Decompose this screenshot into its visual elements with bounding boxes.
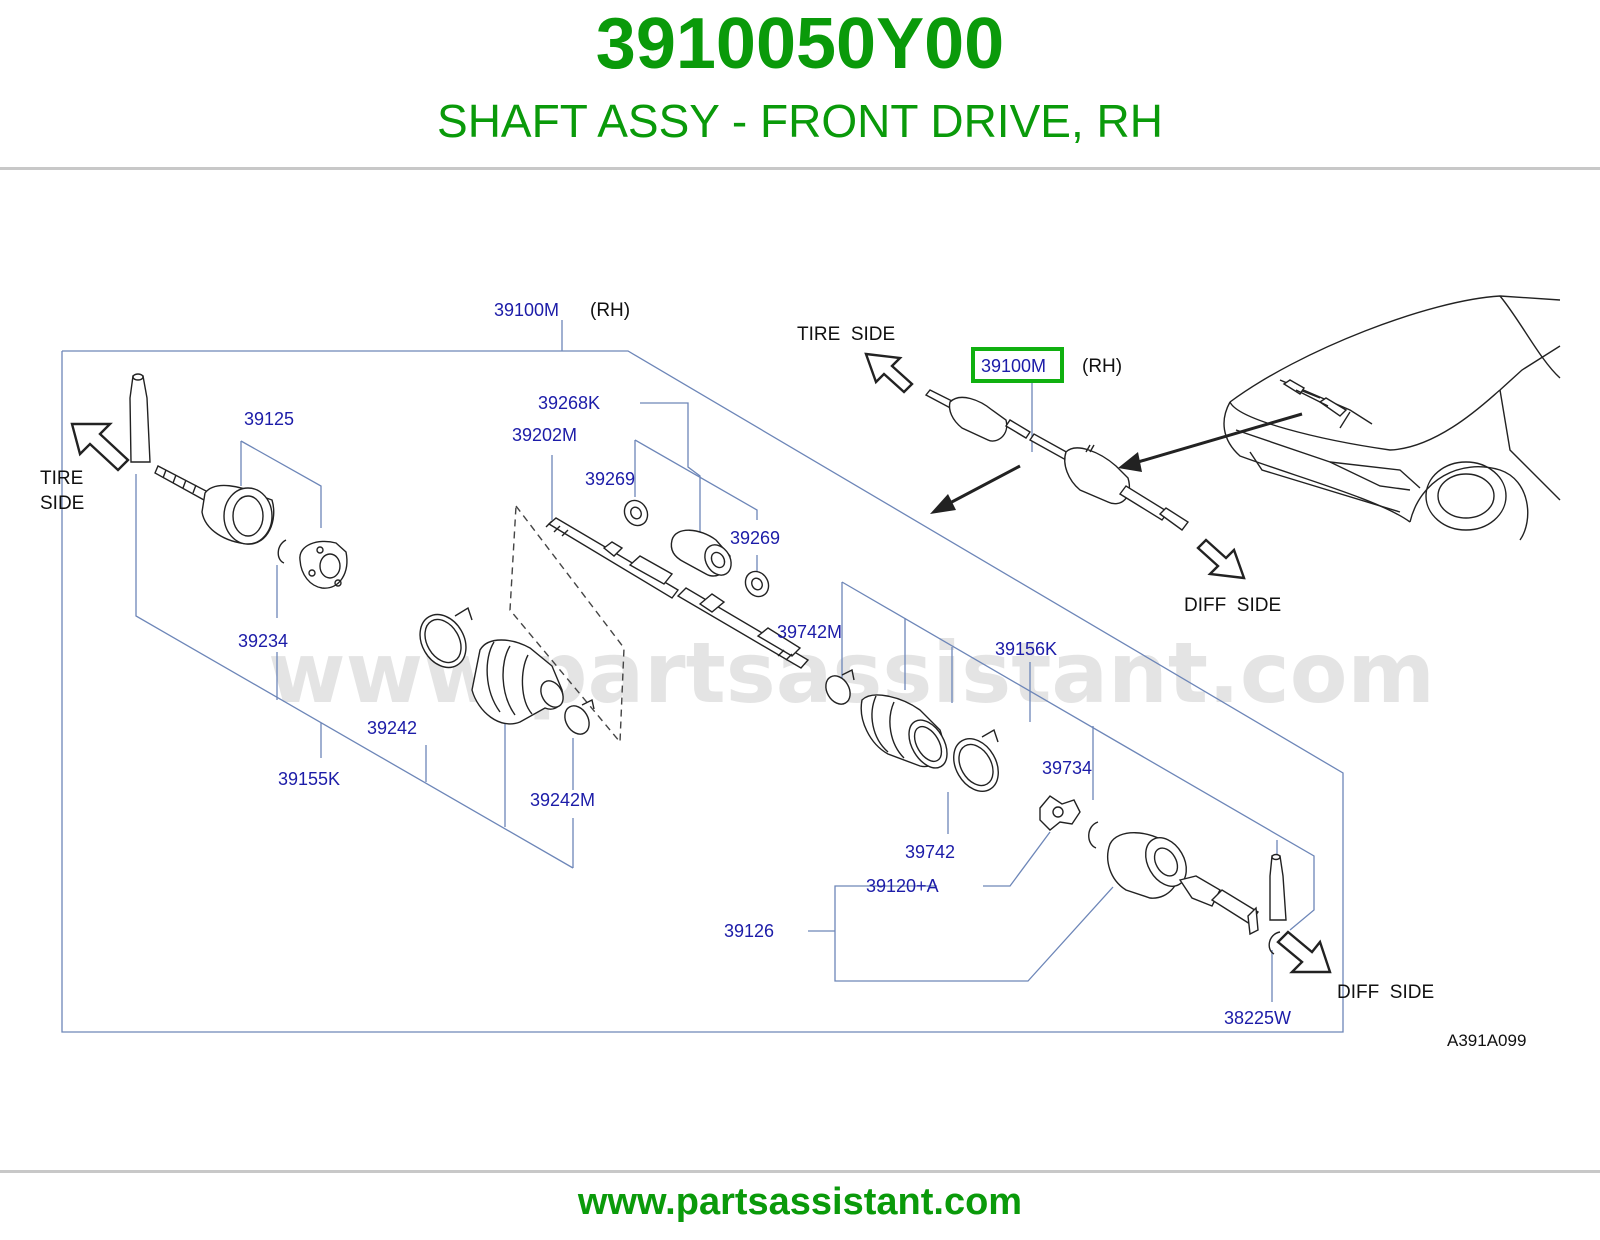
callout-39268k[interactable]: 39268K: [538, 393, 600, 413]
grease-tube-left: [129, 373, 151, 463]
damper-39268k: [670, 529, 732, 577]
leader-lines: [135, 383, 1315, 1002]
callout-39125[interactable]: 39125: [244, 409, 294, 429]
arrow-tire-side-left: [70, 422, 130, 472]
boot-band-39742: [953, 728, 999, 792]
inner-housing-39126: [1107, 832, 1259, 936]
callout-39269-b[interactable]: 39269: [730, 528, 780, 548]
spider-39734: [1039, 795, 1081, 831]
callout-39100m[interactable]: 39100M: [494, 300, 559, 320]
boot-band-39242: [419, 606, 473, 669]
small-band-39742m: [825, 668, 855, 705]
callout-39120a[interactable]: 39120+A: [866, 876, 939, 896]
callout-39155k[interactable]: 39155K: [278, 769, 340, 789]
callout-39742[interactable]: 39742: [905, 842, 955, 862]
boot-39155k: [471, 639, 564, 725]
inset-arrow-diff-side: [1196, 538, 1246, 580]
callout-39734[interactable]: 39734: [1042, 758, 1092, 778]
circlip-inner: [1088, 821, 1099, 849]
washer-39269-b: [744, 570, 770, 598]
grease-tube-right: [1269, 853, 1287, 921]
assembly-frame: [61, 320, 1344, 1033]
circlip-39234: [277, 539, 287, 564]
footer-website-link[interactable]: www.partsassistant.com: [577, 1181, 1023, 1223]
outer-cv-joint: [154, 465, 275, 545]
callout-39234[interactable]: 39234: [238, 631, 288, 651]
boot-39156k: [860, 694, 948, 769]
header-divider: [0, 167, 1600, 170]
washer-39269-a: [623, 499, 649, 527]
arrow-diff-side-main: [1276, 930, 1332, 974]
diagram-code: A391A099: [1447, 1031, 1526, 1050]
callout-39100m-side: (RH): [590, 300, 630, 321]
inner-race-39125: [299, 540, 348, 589]
highlight-box: [971, 347, 1064, 383]
label-diff-side-inset: DIFF SIDE: [1184, 595, 1281, 616]
callout-39742m[interactable]: 39742M: [777, 622, 842, 642]
label-diff-side-main: DIFF SIDE: [1337, 982, 1434, 1003]
snap-ring-38225w: [1268, 931, 1281, 955]
inset-car: [1223, 295, 1561, 541]
callout-inset-side: (RH): [1082, 356, 1122, 377]
label-tire-side-inset: TIRE SIDE: [797, 324, 895, 345]
label-tire-side-left-2: SIDE: [40, 493, 84, 514]
callout-39156k[interactable]: 39156K: [995, 639, 1057, 659]
inset-arrow-tire-side: [864, 352, 914, 394]
part-description: SHAFT ASSY - FRONT DRIVE, RH: [437, 95, 1163, 147]
small-band-39242m: [564, 698, 595, 735]
callout-inset-39100m[interactable]: 39100M: [981, 356, 1046, 376]
callout-39202m[interactable]: 39202M: [512, 425, 577, 445]
label-tire-side-left-1: TIRE: [40, 468, 83, 489]
callout-39126[interactable]: 39126: [724, 921, 774, 941]
callout-39269-a[interactable]: 39269: [585, 469, 635, 489]
part-number-title: 3910050Y00: [595, 4, 1005, 84]
callout-39242m[interactable]: 39242M: [530, 790, 595, 810]
inset-arrows: [930, 412, 1303, 514]
callout-38225w[interactable]: 38225W: [1224, 1008, 1291, 1028]
footer-divider: [0, 1170, 1600, 1173]
drive-shaft: [545, 517, 810, 669]
page-header: 3910050Y00 SHAFT ASSY - FRONT DRIVE, RH: [0, 0, 1600, 170]
inset-shaft: [924, 379, 1348, 531]
callout-39242[interactable]: 39242: [367, 718, 417, 738]
